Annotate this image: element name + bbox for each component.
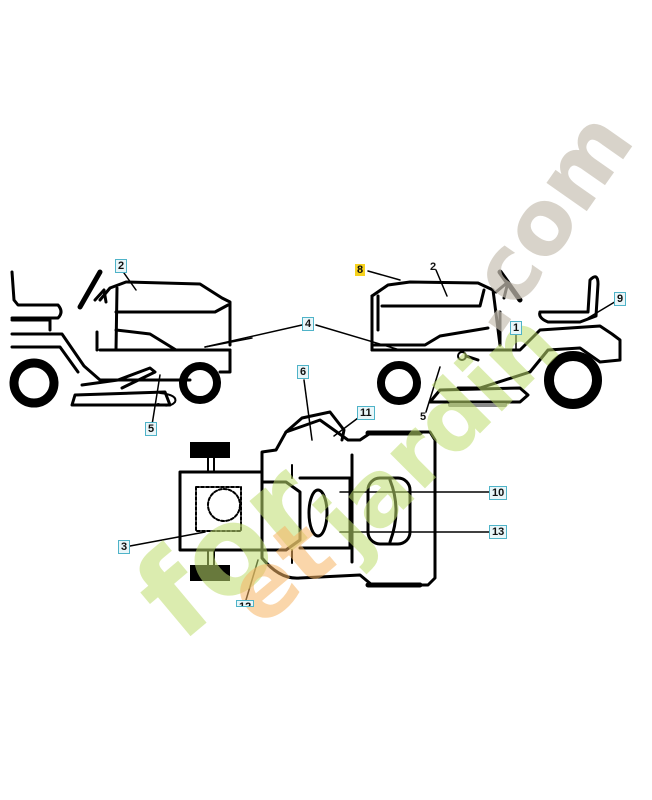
callout-3: 3 <box>118 540 131 554</box>
callout-5-left: 5 <box>145 422 158 436</box>
callout-cut-off: 12 <box>236 600 255 607</box>
callout-13: 13 <box>489 525 508 539</box>
callout-6: 6 <box>297 365 310 379</box>
callout-2-left: 2 <box>115 259 128 273</box>
callout-2-right: 2 <box>430 261 437 273</box>
callout-11: 11 <box>357 406 375 420</box>
leader-lines <box>123 269 619 601</box>
top-view <box>178 410 437 588</box>
callout-4: 4 <box>302 317 315 331</box>
callout-8: 8 <box>355 264 366 276</box>
callout-10: 10 <box>489 486 508 500</box>
callout-1: 1 <box>510 321 523 335</box>
callout-9: 9 <box>614 292 627 306</box>
right-side-view <box>370 269 622 409</box>
left-side-view <box>9 269 253 408</box>
callout-5-right: 5 <box>420 411 427 423</box>
